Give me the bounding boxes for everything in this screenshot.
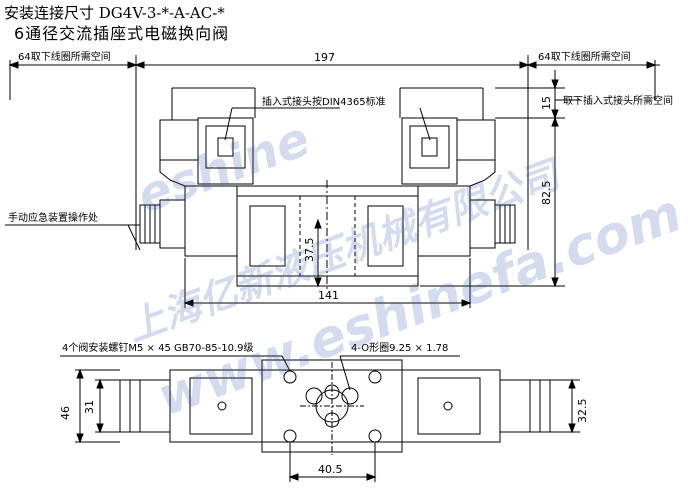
dim-141: 141 bbox=[318, 289, 339, 302]
dim-32-5: 32.5 bbox=[576, 398, 589, 424]
label-plug-din: 插入式接头按DIN4365标准 bbox=[262, 97, 386, 108]
label-plug-remove-space: 取下插入式接头所需空间 bbox=[563, 96, 673, 107]
dim-37-5: 37.5 bbox=[303, 237, 316, 263]
label-right-coil-space: 64取下线圈所需空间 bbox=[538, 52, 631, 63]
dim-46: 46 bbox=[59, 406, 72, 420]
title-line-2: 6通径交流插座式电磁换向阀 bbox=[14, 24, 230, 43]
label-left-coil-space: 64取下线圈所需空间 bbox=[18, 52, 111, 63]
label-o-ring: 4-O形圈9.25 × 1.78 bbox=[351, 343, 449, 354]
dim-82-5: 82.5 bbox=[540, 180, 553, 206]
label-manual-override: 手动应急装置操作处 bbox=[8, 213, 98, 224]
dim-15: 15 bbox=[540, 96, 553, 110]
dim-197: 197 bbox=[314, 51, 335, 64]
label-mounting-bolts: 4个阀安装螺钉M5 × 45 GB70-85-10.9级 bbox=[62, 343, 254, 354]
dim-40-5: 40.5 bbox=[318, 463, 343, 476]
title-line-1: 安装连接尺寸 DG4V-3-*-A-AC-* bbox=[4, 4, 225, 22]
dim-31: 31 bbox=[83, 400, 96, 414]
